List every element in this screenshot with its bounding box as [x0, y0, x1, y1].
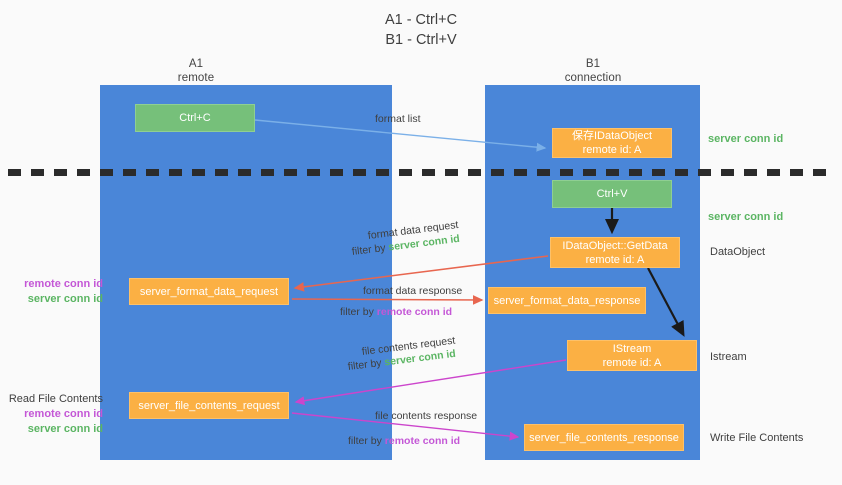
- filter-prefix: filter by: [348, 435, 385, 447]
- filter-value-remote-conn-id: remote conn id: [376, 306, 453, 318]
- node-getdata[interactable]: IDataObject::GetData remote id: A: [550, 237, 680, 268]
- left-server-conn-id-1: server conn id: [27, 293, 103, 305]
- node-server-format-data-request[interactable]: server_format_data_request: [129, 278, 289, 305]
- right-server-conn-id-2: server conn id: [708, 211, 784, 223]
- node-server-file-contents-request-label: server_file_contents_request: [138, 399, 280, 412]
- edge-label-file-contents-response-filter: filter by remote conn id: [348, 434, 460, 449]
- right-write-file-contents-label: Write File Contents: [710, 432, 804, 444]
- boundary-dashed-line: [8, 169, 826, 176]
- right-istream-label: Istream: [710, 351, 747, 363]
- filter-prefix: filter by: [347, 356, 386, 373]
- left-server-conn-id-2: server conn id: [27, 423, 103, 435]
- edge-label-format-data-response-filter: filter by remote conn id: [340, 305, 452, 320]
- node-server-format-data-response-label: server_format_data_response: [493, 294, 641, 307]
- node-idataobject-line1: 保存IDataObject: [571, 130, 653, 142]
- right-server-conn-id-1: server conn id: [708, 133, 784, 145]
- lane-header-a1: A1 remote: [150, 57, 242, 85]
- lane-a1-subtitle: remote: [177, 72, 215, 84]
- left-remote-conn-id-1: remote conn id: [24, 278, 103, 290]
- node-istream[interactable]: IStream remote id: A: [567, 340, 697, 371]
- left-annotation-file-conn-ids: Read File Contents remote conn id server…: [8, 392, 103, 437]
- left-remote-conn-id-2: remote conn id: [24, 408, 103, 420]
- node-ctrl-v[interactable]: Ctrl+V: [552, 180, 672, 208]
- left-annotation-format-conn-ids: remote conn id server conn id: [8, 277, 103, 307]
- filter-prefix: filter by: [351, 241, 390, 258]
- filter-prefix: filter by: [340, 306, 377, 318]
- node-getdata-line2: remote id: A: [585, 253, 645, 266]
- filter-value-remote-conn-id: remote conn id: [384, 435, 461, 447]
- node-server-file-contents-response[interactable]: server_file_contents_response: [524, 424, 684, 451]
- right-dataobject-label: DataObject: [710, 246, 766, 258]
- node-server-format-data-request-label: server_format_data_request: [139, 285, 279, 298]
- lane-b1-subtitle: connection: [564, 72, 622, 84]
- left-read-file-contents: Read File Contents: [8, 393, 103, 405]
- node-ctrl-c-label: Ctrl+C: [179, 112, 211, 124]
- edge-label-format-list: format list: [375, 113, 421, 125]
- node-idataobject[interactable]: 保存IDataObject remote id: A: [552, 128, 672, 158]
- node-server-file-contents-response-label: server_file_contents_response: [529, 431, 679, 444]
- lane-b1-name: B1: [585, 58, 601, 70]
- title-line-1: A1 - Ctrl+C: [384, 12, 458, 28]
- diagram-title: A1 - Ctrl+C B1 - Ctrl+V: [0, 10, 842, 50]
- node-istream-line2: remote id: A: [602, 356, 662, 369]
- lane-header-b1: B1 connection: [545, 57, 641, 85]
- node-istream-line1: IStream: [612, 342, 652, 355]
- node-ctrl-v-label: Ctrl+V: [596, 188, 628, 200]
- edge-label-format-data-response: format data response: [363, 285, 463, 297]
- node-ctrl-c[interactable]: Ctrl+C: [135, 104, 255, 132]
- title-line-2: B1 - Ctrl+V: [385, 32, 457, 48]
- edge-label-file-contents-response: file contents response: [375, 410, 478, 422]
- node-getdata-line1: IDataObject::GetData: [562, 239, 668, 252]
- node-idataobject-line2: remote id: A: [582, 144, 642, 156]
- lane-a1-name: A1: [188, 58, 204, 70]
- node-server-file-contents-request[interactable]: server_file_contents_request: [129, 392, 289, 419]
- node-server-format-data-response[interactable]: server_format_data_response: [488, 287, 646, 314]
